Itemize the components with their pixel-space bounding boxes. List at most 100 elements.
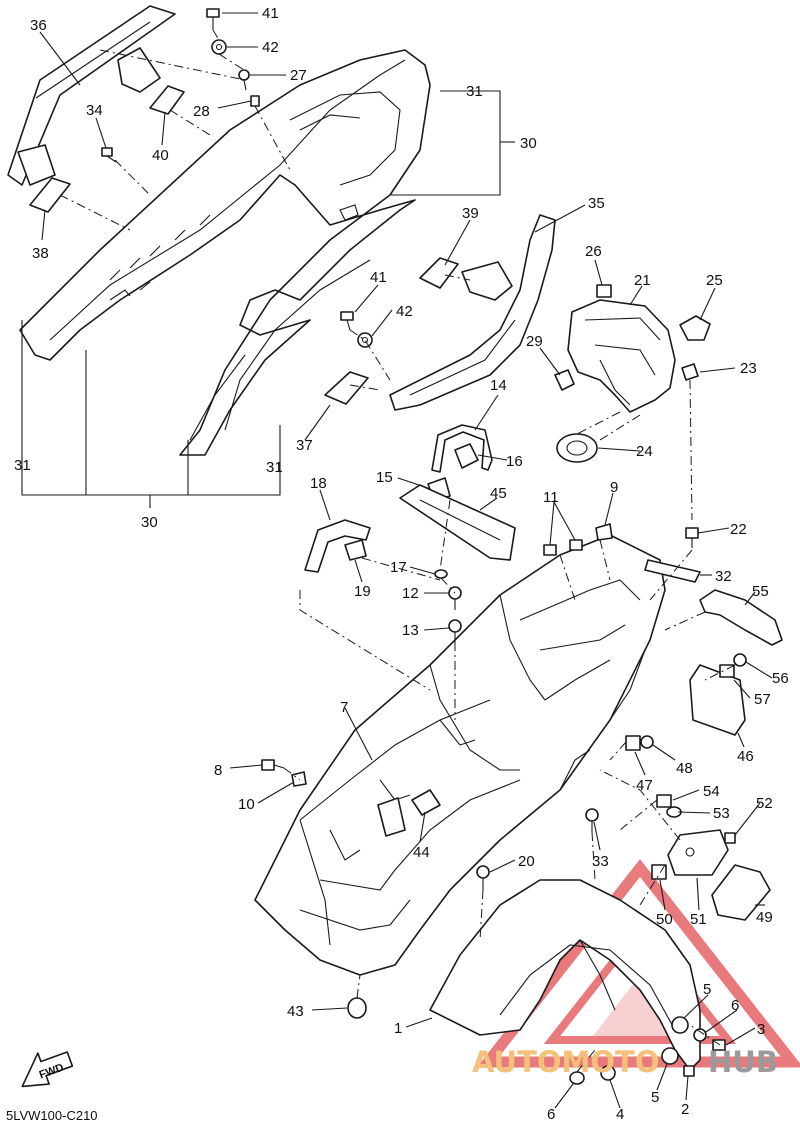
washer-42-upper: [211, 39, 227, 55]
clip-25: [679, 315, 711, 341]
nut-54: [656, 794, 672, 808]
callout-labels: 41 42 27 28 36 34 40 38 31 30 39 35 26 2…: [14, 5, 789, 1123]
callout-11: 11: [543, 489, 559, 506]
bracket-51: [667, 829, 729, 876]
callout-31-top: 31: [466, 83, 483, 100]
callout-47: 47: [636, 777, 653, 794]
callout-38: 38: [32, 245, 49, 262]
callout-24: 24: [636, 443, 653, 460]
callout-5-upper: 5: [703, 981, 711, 998]
damper-43: [347, 997, 367, 1019]
band-14: [431, 424, 493, 473]
callout-30-bottom: 30: [141, 514, 158, 531]
callout-19: 19: [354, 583, 371, 600]
grommet-4: [600, 1065, 616, 1081]
washer-17: [434, 569, 448, 579]
callout-23: 23: [740, 360, 757, 377]
reflector-49: [711, 864, 771, 921]
grab-bar-right: [389, 214, 556, 411]
washer-56: [733, 653, 747, 667]
callout-6-upper: 6: [731, 997, 739, 1014]
callout-42-upper: 42: [262, 39, 279, 56]
clip-9: [595, 523, 613, 541]
callout-45: 45: [490, 485, 507, 502]
callout-32: 32: [715, 568, 732, 585]
cover-32: [644, 559, 701, 583]
bracket-21: [567, 299, 676, 413]
callout-14: 14: [490, 377, 507, 394]
callout-27: 27: [290, 67, 307, 84]
plate-46: [689, 664, 746, 736]
forward-direction-arrow: FWD: [21, 1051, 74, 1088]
callout-54: 54: [703, 783, 720, 800]
callout-28: 28: [193, 103, 210, 120]
callout-37: 37: [296, 437, 313, 454]
bolt-34: [101, 147, 117, 163]
washer-42-lower: [357, 332, 373, 348]
callout-57: 57: [754, 691, 771, 708]
watermark-text-highlight: AUTOMOTO: [472, 1045, 659, 1079]
callout-20: 20: [518, 853, 535, 870]
stay-55: [699, 589, 783, 646]
callout-29: 29: [526, 333, 543, 350]
callout-1: 1: [394, 1020, 402, 1037]
callout-4: 4: [616, 1106, 624, 1123]
holder-44b: [377, 797, 406, 837]
alignment-lines: [59, 29, 736, 1073]
bolt-22: [685, 527, 699, 548]
grommet-24: [556, 433, 598, 463]
nut-57: [719, 664, 735, 678]
callout-34: 34: [86, 102, 103, 119]
callout-31-left: 31: [14, 457, 31, 474]
callout-30-top: 30: [520, 135, 537, 152]
washer-6-upper: [693, 1028, 707, 1042]
callout-9: 9: [610, 479, 618, 496]
rivet-20: [476, 865, 490, 890]
callout-50: 50: [656, 911, 673, 928]
callout-36: 36: [30, 17, 47, 34]
bolt-41-lower: [340, 311, 354, 331]
callout-12: 12: [402, 585, 419, 602]
callout-25: 25: [706, 272, 723, 289]
rear-cowl: [19, 49, 431, 456]
collar-5-upper: [671, 1016, 689, 1034]
callout-31-right: 31: [266, 459, 283, 476]
callout-17: 17: [390, 559, 407, 576]
callout-56: 56: [772, 670, 789, 687]
grab-bar-mount: [117, 47, 161, 93]
callout-8: 8: [214, 762, 222, 779]
nut-23: [681, 363, 699, 381]
rivet-33: [585, 808, 599, 832]
grab-bar-foot: [17, 144, 56, 186]
callout-39: 39: [462, 205, 479, 222]
leader-lines: [39, 12, 773, 1109]
bolt-8: [261, 759, 285, 771]
fender-tray-7: [254, 534, 666, 976]
callout-18: 18: [310, 475, 327, 492]
bolt-52: [724, 832, 736, 844]
callout-15: 15: [376, 469, 393, 486]
bolt-41-upper: [206, 8, 220, 30]
nut-10: [291, 771, 307, 787]
callout-42-lower: 42: [396, 303, 413, 320]
callout-13: 13: [402, 622, 419, 639]
damper-26: [596, 284, 612, 298]
callout-41-lower: 41: [370, 269, 387, 286]
collar-5-lower: [661, 1047, 679, 1065]
screw-27: [238, 69, 250, 91]
gasket-38: [29, 177, 71, 213]
watermark-text: AUTOMOTO HUB: [472, 1045, 778, 1079]
callout-49: 49: [756, 909, 773, 926]
callout-3: 3: [757, 1021, 765, 1038]
watermark-text-rest: HUB: [708, 1045, 778, 1079]
gasket-40: [149, 85, 185, 115]
callout-41-upper: 41: [262, 5, 279, 22]
callout-52: 52: [756, 795, 773, 812]
callout-21: 21: [634, 272, 651, 289]
grab-bar-right-mount: [461, 261, 513, 301]
holder-18: [304, 519, 371, 573]
pad-44: [411, 789, 441, 816]
collar-28: [250, 95, 260, 107]
